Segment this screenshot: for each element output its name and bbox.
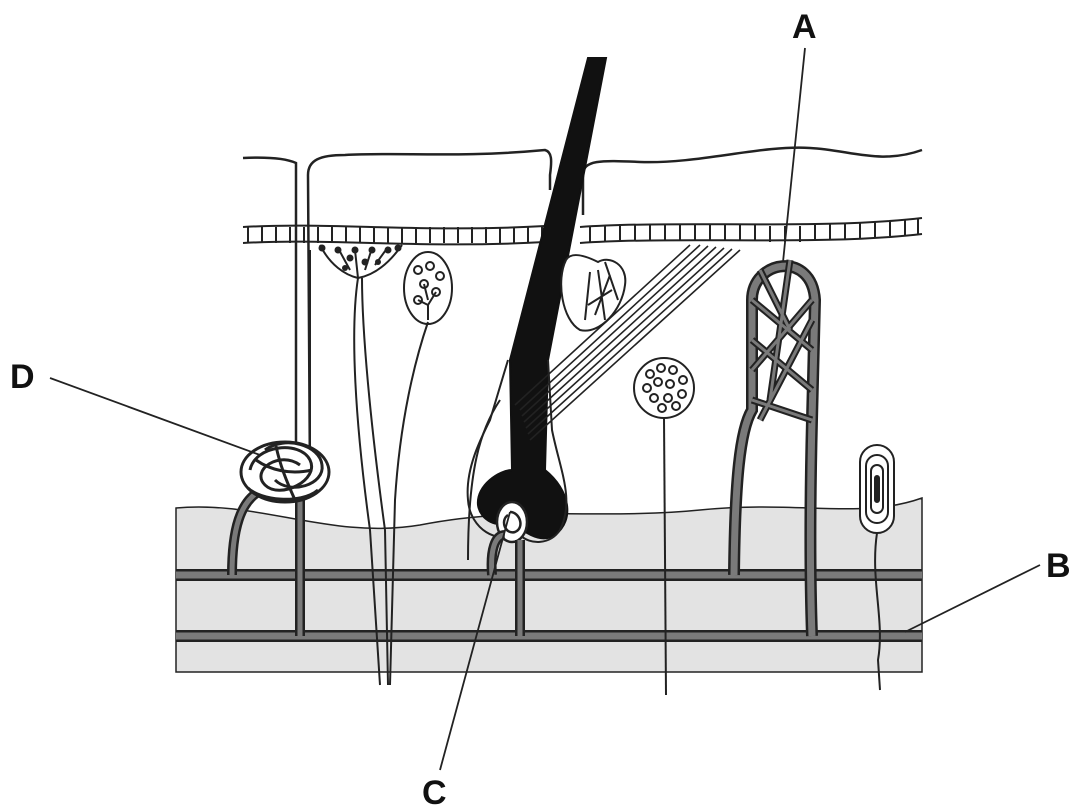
label-c: C: [422, 774, 447, 806]
leader-line-b: [905, 565, 1040, 632]
leader-line-d: [50, 378, 260, 455]
label-b: B: [1046, 547, 1071, 585]
label-a: A: [792, 8, 817, 46]
basement-membrane: [243, 218, 922, 244]
label-d: D: [10, 358, 35, 396]
leader-line-a: [783, 48, 805, 262]
sebaceous-gland: [561, 255, 625, 330]
nerve-ending-dots: [319, 245, 402, 272]
sweat-gland-coil: [241, 442, 329, 502]
